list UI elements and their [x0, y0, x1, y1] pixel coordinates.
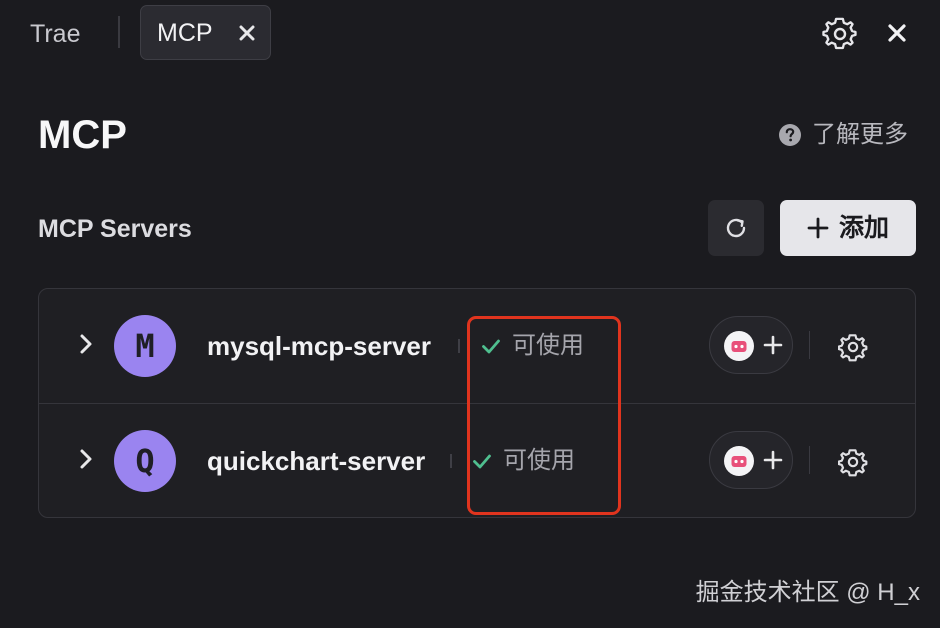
gear-icon[interactable] — [838, 447, 868, 477]
agent-icon — [724, 446, 754, 476]
avatar: M — [114, 315, 176, 377]
server-name: quickchart-server — [207, 446, 426, 476]
gear-icon[interactable] — [838, 332, 868, 362]
chevron-right-icon[interactable] — [75, 331, 97, 357]
check-icon — [482, 339, 500, 354]
agent-icon — [724, 331, 754, 361]
gear-icon[interactable] — [822, 16, 858, 52]
tab-trae[interactable]: Trae — [30, 20, 81, 48]
refresh-icon — [726, 218, 746, 238]
chevron-right-icon[interactable] — [75, 446, 97, 472]
status-badge: 可使用 — [471, 444, 575, 478]
check-icon — [473, 454, 491, 469]
add-button-label: 添加 — [838, 214, 889, 242]
add-to-agent-button[interactable] — [709, 316, 793, 374]
avatar: Q — [114, 430, 176, 492]
row-divider — [809, 331, 810, 359]
row-divider — [809, 446, 810, 474]
name-divider — [458, 339, 460, 353]
help-icon — [779, 124, 801, 146]
close-icon[interactable] — [232, 18, 262, 48]
close-icon[interactable] — [882, 18, 912, 48]
page-title: MCP — [38, 113, 127, 157]
status-highlight-annotation — [467, 316, 621, 515]
plus-icon — [807, 217, 829, 239]
tab-mcp-label: MCP — [157, 19, 213, 47]
add-server-button[interactable]: 添加 — [780, 200, 916, 256]
plus-icon — [763, 450, 783, 470]
server-list: M mysql-mcp-server 可使用 — [38, 288, 916, 518]
name-divider — [450, 454, 452, 468]
add-to-agent-button[interactable] — [709, 431, 793, 489]
server-row: M mysql-mcp-server 可使用 — [39, 289, 915, 403]
status-label: 可使用 — [512, 332, 584, 359]
learn-more-link[interactable]: 了解更多 — [778, 118, 908, 152]
learn-more-label: 了解更多 — [812, 121, 908, 148]
refresh-button[interactable] — [708, 200, 764, 256]
watermark: 掘金技术社区 @ H_x — [695, 579, 920, 606]
server-row: Q quickchart-server 可使用 — [39, 404, 915, 518]
status-badge: 可使用 — [480, 329, 584, 363]
tab-mcp[interactable]: MCP — [140, 5, 271, 60]
servers-section-title: MCP Servers — [38, 215, 192, 243]
status-label: 可使用 — [503, 447, 575, 474]
server-name: mysql-mcp-server — [207, 331, 431, 361]
plus-icon — [763, 335, 783, 355]
tab-divider — [118, 16, 120, 48]
list-divider — [39, 403, 915, 404]
tab-bar: Trae MCP — [0, 0, 940, 66]
